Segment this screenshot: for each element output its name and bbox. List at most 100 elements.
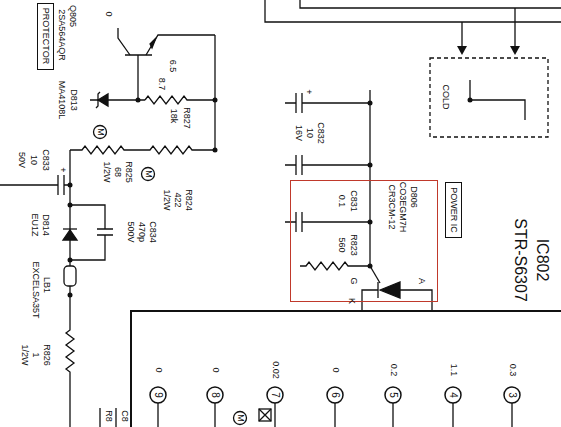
wire — [470, 80, 525, 120]
capacitor-symbol — [58, 93, 370, 235]
capacitor-symbol — [285, 212, 370, 232]
part-label: R825 — [124, 161, 133, 183]
part-label: 16V — [294, 125, 303, 141]
part-label: 2SA564AQR — [57, 9, 66, 61]
voltage-value: 0 — [211, 367, 220, 372]
thyristor-symbol — [362, 282, 378, 310]
junction-dot — [68, 293, 73, 298]
part-label: 1 — [31, 352, 40, 357]
part-label: 422 — [173, 192, 182, 207]
junction-dot — [68, 203, 73, 208]
capacitor-symbol — [285, 155, 370, 175]
thyristor-symbol — [400, 290, 432, 310]
part-label: 1/2W — [162, 189, 171, 210]
pin-number: 4 — [448, 392, 458, 398]
part-label: C832 — [316, 122, 325, 144]
junction-dot — [136, 98, 141, 103]
transistor-symbol — [118, 28, 130, 55]
part-label: 68 — [113, 167, 122, 177]
arrow-head — [457, 46, 467, 55]
node-text: CR3CM-12 — [387, 184, 396, 229]
pin-circle — [385, 387, 401, 403]
wire — [0, 184, 70, 185]
node-text: 0.1 — [337, 195, 346, 208]
part-label: C833 — [41, 149, 50, 171]
part-label: R826 — [42, 344, 51, 366]
part-label: 8.7 — [157, 78, 166, 91]
resistor-symbol — [70, 146, 215, 154]
voltage-value: 0.02 — [271, 361, 280, 379]
part-label: R8 — [104, 410, 113, 422]
node-text: A — [417, 278, 426, 284]
pin-number: 3 — [507, 392, 517, 398]
pin-circle — [327, 387, 343, 403]
wire — [369, 90, 370, 266]
ferrite-bead-symbol — [64, 266, 76, 286]
arrow-head — [510, 46, 520, 55]
wire — [214, 35, 215, 150]
node-text: POWER IC — [448, 187, 457, 233]
junction-dot — [368, 264, 373, 269]
junction-dot — [213, 148, 218, 153]
part-label: EXCELSA35T — [31, 261, 40, 318]
node-text: K — [347, 298, 356, 304]
part-label: R827 — [182, 107, 191, 129]
pin-number: 7 — [270, 392, 280, 398]
arrow-head — [457, 46, 520, 55]
ferrite-bead-symbol — [64, 266, 76, 286]
node-text: 560 — [337, 237, 346, 252]
diode-symbol — [63, 228, 77, 229]
part-label: EU1Z — [30, 213, 39, 236]
part-label: MA4108L — [57, 81, 66, 120]
junction-dot — [368, 220, 373, 225]
junction-dot — [213, 98, 218, 103]
junction-dot — [468, 98, 473, 103]
junction-dot — [68, 183, 73, 188]
voltage-value: 0 — [154, 367, 163, 372]
pin-circle — [207, 387, 223, 403]
part-label: + — [58, 167, 67, 172]
part-label: + — [304, 89, 313, 94]
part-label: D813 — [69, 89, 78, 111]
node-text: D806 — [409, 186, 418, 208]
part-label: D814 — [41, 214, 50, 236]
zener-diode-symbol — [96, 92, 108, 108]
part-label: R824 — [184, 189, 193, 211]
node-text: PROTECTOR — [40, 7, 49, 63]
junction-dot — [368, 163, 373, 168]
node-text: IC802 — [534, 239, 550, 282]
part-label: 18k — [169, 109, 178, 124]
pin-number: 5 — [388, 392, 398, 398]
part-label: 1/2W — [102, 161, 111, 182]
pin-circle — [445, 387, 461, 403]
part-label: C834 — [148, 221, 157, 243]
part-label: 0 — [104, 11, 113, 16]
part-label: 1/2W — [20, 344, 29, 365]
zener-diode-symbol — [96, 92, 100, 108]
part-label: LB1 — [42, 277, 51, 293]
thyristor-symbol — [370, 266, 380, 283]
wire — [70, 205, 105, 260]
pin-number: 6 — [330, 392, 340, 398]
transistor-symbol — [150, 38, 156, 48]
pin-lead — [158, 403, 512, 427]
part-label: 50V — [17, 152, 26, 168]
measure-mark-circle — [94, 126, 107, 139]
junction-dot — [68, 98, 473, 298]
transistor-symbol — [125, 55, 152, 100]
pin-number: 9 — [153, 392, 163, 398]
part-label: M — [236, 414, 245, 422]
zener-diode-symbol — [98, 94, 108, 106]
cold-region: COLD — [430, 58, 548, 137]
wire — [462, 8, 515, 48]
pin-circle — [150, 387, 166, 403]
test-point-box — [259, 409, 271, 421]
resistor-symbol — [66, 96, 370, 427]
junction-dot — [368, 101, 373, 106]
voltage-value: 0.2 — [389, 364, 398, 377]
pin-circle — [504, 387, 520, 403]
node-text: G — [349, 277, 358, 284]
resistor-symbol — [145, 96, 215, 104]
